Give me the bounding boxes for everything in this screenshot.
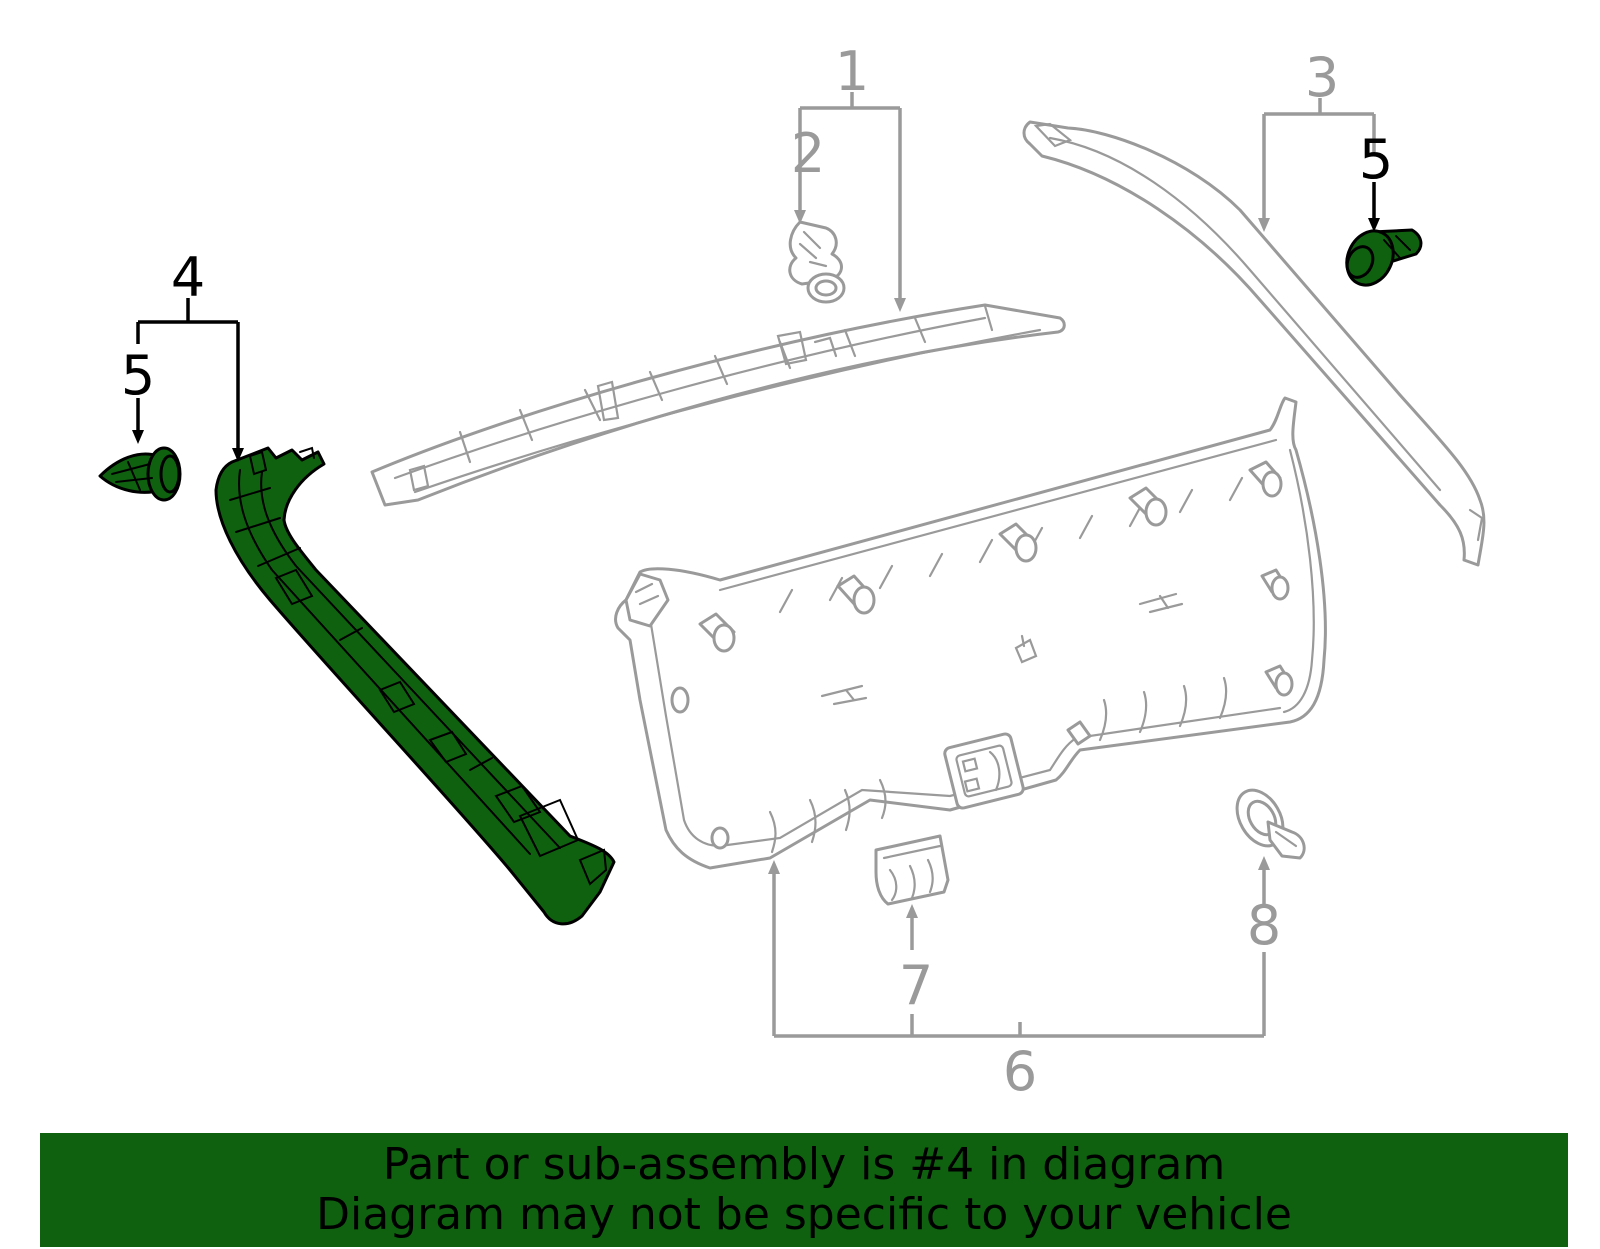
callout-3: 3: [1305, 46, 1339, 109]
callout-2: 2: [791, 122, 825, 185]
part-4-pillar-garnish-lh: [214, 446, 616, 926]
part-3-pillar-garnish-rh: [1022, 120, 1486, 567]
banner-line-2: Diagram may not be specific to your vehi…: [316, 1189, 1292, 1240]
part-5-clip-right: [1345, 228, 1423, 287]
callout-8: 8: [1247, 894, 1281, 957]
callout-5-right: 5: [1359, 128, 1393, 191]
part-2-clip: [788, 220, 846, 304]
part-7-retainer: [874, 834, 950, 906]
callout-1: 1: [835, 40, 869, 103]
trim-board-handle-pocket: [943, 732, 1025, 810]
info-banner: Part or sub-assembly is #4 in diagram Di…: [40, 1133, 1568, 1247]
leader-lines: [132, 92, 1380, 1038]
banner-line-1: Part or sub-assembly is #4 in diagram: [382, 1139, 1226, 1190]
part-6-back-door-trim-board: [614, 396, 1327, 870]
trim-board-bosses: [670, 460, 1294, 850]
callout-7: 7: [899, 954, 933, 1017]
callout-4: 4: [171, 246, 205, 309]
callout-labels: 1 2 3 4 5 5 6 7 8: [121, 40, 1393, 1103]
part-8-clip: [1235, 788, 1306, 860]
callout-5-left: 5: [121, 344, 155, 407]
callout-6: 6: [1003, 1040, 1037, 1103]
part-1-upper-garnish: [370, 303, 1066, 507]
part-5-clip-left: [98, 446, 182, 502]
